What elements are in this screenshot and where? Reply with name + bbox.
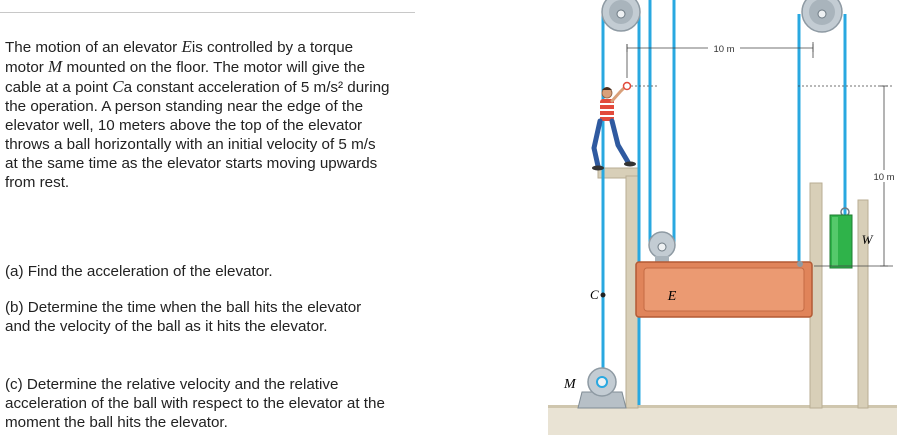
person — [591, 86, 636, 171]
var-m: M — [48, 57, 63, 76]
question-a: (a) Find the acceleration of the elevato… — [5, 262, 390, 281]
ball — [622, 81, 632, 91]
dimension-v-label-bg — [873, 170, 897, 182]
ground-edge — [548, 405, 897, 408]
cables — [601, 0, 847, 405]
question-a-text: (a) Find the acceleration of the elevato… — [5, 263, 273, 280]
question-c-text: (c) Determine the relative velocity and … — [5, 376, 385, 431]
elevator-figure: E W M C 10 m — [548, 0, 897, 435]
question-b: (b) Determine the time when the ball hit… — [5, 298, 390, 336]
intro-part-1: The motion of an elevator — [5, 39, 182, 56]
var-c: C — [112, 77, 124, 96]
label-m: M — [563, 377, 577, 392]
problem-intro: The motion of an elevator Eis controlled… — [5, 37, 390, 192]
label-c: C — [590, 287, 599, 302]
elevator-car — [635, 261, 813, 318]
ground — [548, 407, 897, 435]
torque-motor — [577, 367, 627, 409]
intro-part-2: is controlled by a torque motor — [5, 39, 354, 76]
label-e: E — [667, 289, 677, 304]
right-column-outer — [857, 199, 869, 409]
top-pulley-left — [601, 0, 641, 32]
intro-part-3: mounted on the floor. The motor will giv… — [5, 59, 366, 96]
question-c: (c) Determine the relative velocity and … — [5, 375, 390, 432]
intro-part-4: a constant acceleration of 5 m/s² during… — [5, 79, 390, 191]
top-pulley-right — [801, 0, 843, 33]
dimension-v-label: 10 m — [873, 172, 894, 183]
dimension-h-label: 10 m — [713, 44, 734, 55]
top-divider — [0, 12, 415, 13]
question-b-text: (b) Determine the time when the ball hit… — [5, 299, 362, 335]
counterweight — [829, 207, 853, 269]
elevator-pulley — [648, 231, 676, 264]
var-e: E — [181, 37, 192, 56]
label-w: W — [862, 232, 874, 247]
point-c-dot — [600, 292, 606, 298]
dimension-h-label-bg — [708, 42, 740, 54]
